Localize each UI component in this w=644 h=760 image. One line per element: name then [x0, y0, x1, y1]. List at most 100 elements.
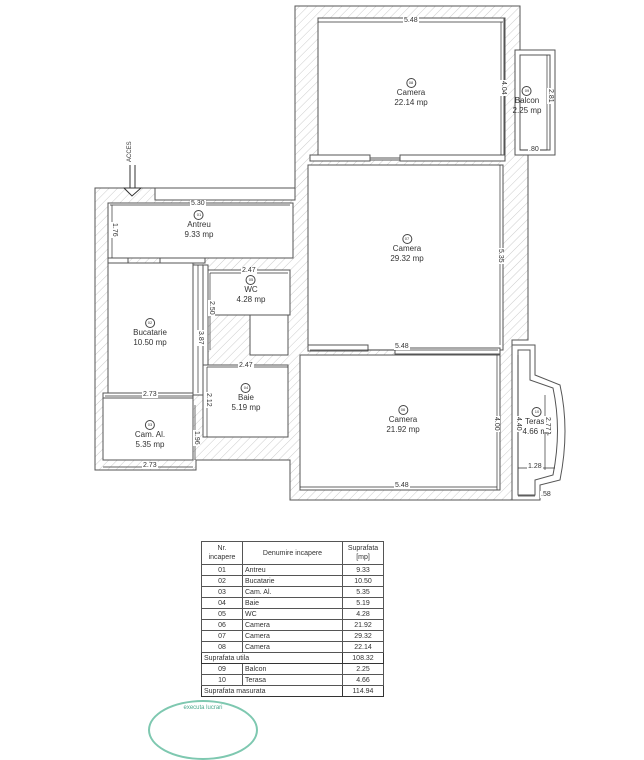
room-number-badge: 10: [532, 407, 542, 417]
cell-nr: 03: [201, 586, 243, 598]
cell-area: 4.66: [342, 674, 384, 686]
room-area: 22.14 mp: [394, 98, 428, 107]
dim-camera08-width: 5.48: [403, 17, 419, 24]
cell-name: Bucatarie: [242, 575, 343, 587]
cell-name: Antreu: [242, 564, 343, 576]
cell-area: 21.92: [342, 619, 384, 631]
room-name: Bucatarie: [133, 328, 167, 337]
dim-camera06-width: 5.48: [394, 482, 410, 489]
dim-terasa-width: 1.28: [527, 463, 543, 470]
room-number-badge: 07: [401, 234, 412, 244]
cell-area: 10.50: [342, 575, 384, 587]
dim-bucatarie-width: 2.73: [142, 391, 158, 398]
room-name: Balcon: [514, 96, 540, 105]
official-stamp: executa lucrari: [148, 700, 258, 760]
room-number-badge: 04: [241, 383, 251, 393]
cell-name: WC: [242, 608, 343, 620]
room-area: 5.19 mp: [231, 403, 261, 412]
cell-name: Terasa: [242, 674, 343, 686]
room-label-03: 03 Cam. Al. 5.35 mp: [135, 420, 165, 450]
dim-antreu-height: 1.76: [111, 222, 118, 238]
cell-area: 4.28: [342, 608, 384, 620]
cell-name: Balcon: [242, 663, 343, 675]
header-name: Denumire incapere: [242, 541, 343, 565]
dim-terasa-height1: 4.40: [515, 416, 522, 432]
cell-area: 29.32: [342, 630, 384, 642]
cell-nr: 05: [201, 608, 243, 620]
room-name: Camera: [396, 88, 426, 97]
header-area: Suprafata [mp]: [342, 541, 384, 565]
dim-camera06-height: 4.00: [493, 416, 500, 432]
room-area: 2.25 mp: [512, 106, 542, 115]
room-number-badge: 09: [522, 86, 532, 96]
room-area: 9.33 mp: [184, 230, 214, 239]
room-label-01: 01 Antreu 9.33 mp: [184, 210, 214, 240]
dim-camera08-height: 4.04: [500, 80, 507, 96]
cell-nr: 09: [201, 663, 243, 675]
floor-plan-walls: [94, 5, 566, 501]
dim-balcon-width: .80: [528, 146, 540, 153]
room-label-09: 09 Balcon 2.25 mp: [512, 86, 542, 116]
total-label: Suprafata masurata: [201, 685, 343, 697]
room-name: Terasa: [524, 417, 549, 426]
room-label-04: 04 Baie 5.19 mp: [231, 383, 261, 413]
cell-name: Camera: [242, 641, 343, 653]
subtotal-value: 108.32: [342, 652, 384, 664]
room-label-08: 08 Camera 22.14 mp: [394, 78, 428, 108]
room-area: 4.28 mp: [236, 295, 266, 304]
table-header-row: Nr. incapere Denumire incapere Suprafata…: [201, 541, 384, 565]
room-name: Cam. Al.: [134, 430, 166, 439]
room-area: 21.92 mp: [386, 425, 420, 434]
room-number-badge: 02: [144, 318, 155, 328]
cell-nr: 06: [201, 619, 243, 631]
cell-name: Camera: [242, 619, 343, 631]
room-label-10: 10 Terasa 4.66 mp: [522, 407, 552, 437]
room-label-02: 02 Bucatarie 10.50 mp: [133, 318, 167, 348]
room-number-badge: 01: [194, 210, 204, 220]
dim-camal-height: 1.96: [193, 430, 200, 446]
total-value: 114.94: [342, 685, 384, 697]
room-number-badge: 08: [405, 78, 416, 88]
room-label-07: 07 Camera 29.32 mp: [390, 234, 424, 264]
room-name: Antreu: [187, 220, 211, 229]
header-nr: Nr. incapere: [201, 541, 243, 565]
room-number-badge: 06: [397, 405, 408, 415]
cell-name: Baie: [242, 597, 343, 609]
room-number-badge: 03: [144, 420, 155, 430]
room-name: Baie: [237, 393, 254, 402]
cell-nr: 08: [201, 641, 243, 653]
room-name: Camera: [388, 415, 418, 424]
dim-baie-height: 2.12: [205, 392, 212, 408]
room-name: Camera: [392, 244, 422, 253]
room-area: 5.35 mp: [135, 440, 165, 449]
dim-camal-width: 2.73: [142, 462, 158, 469]
cell-area: 22.14: [342, 641, 384, 653]
dim-terasa-height2: 2.77: [544, 416, 551, 432]
dim-balcon-height: 2.81: [547, 88, 554, 104]
cell-area: 5.19: [342, 597, 384, 609]
room-label-06: 06 Camera 21.92 mp: [386, 405, 420, 435]
cell-nr: 02: [201, 575, 243, 587]
access-label: ACCES: [127, 141, 133, 162]
room-label-05: 05 WC 4.28 mp: [236, 275, 266, 305]
dim-wc-height: 2.50: [208, 300, 215, 316]
cell-nr: 04: [201, 597, 243, 609]
cell-nr: 07: [201, 630, 243, 642]
cell-area: 9.33: [342, 564, 384, 576]
room-area: 4.66 mp: [522, 427, 552, 436]
room-number-badge: 05: [246, 275, 256, 285]
cell-name: Cam. Al.: [242, 586, 343, 598]
subtotal-label: Suprafata utila: [201, 652, 343, 664]
dim-camera07-height: 5.35: [497, 248, 504, 264]
cell-name: Camera: [242, 630, 343, 642]
